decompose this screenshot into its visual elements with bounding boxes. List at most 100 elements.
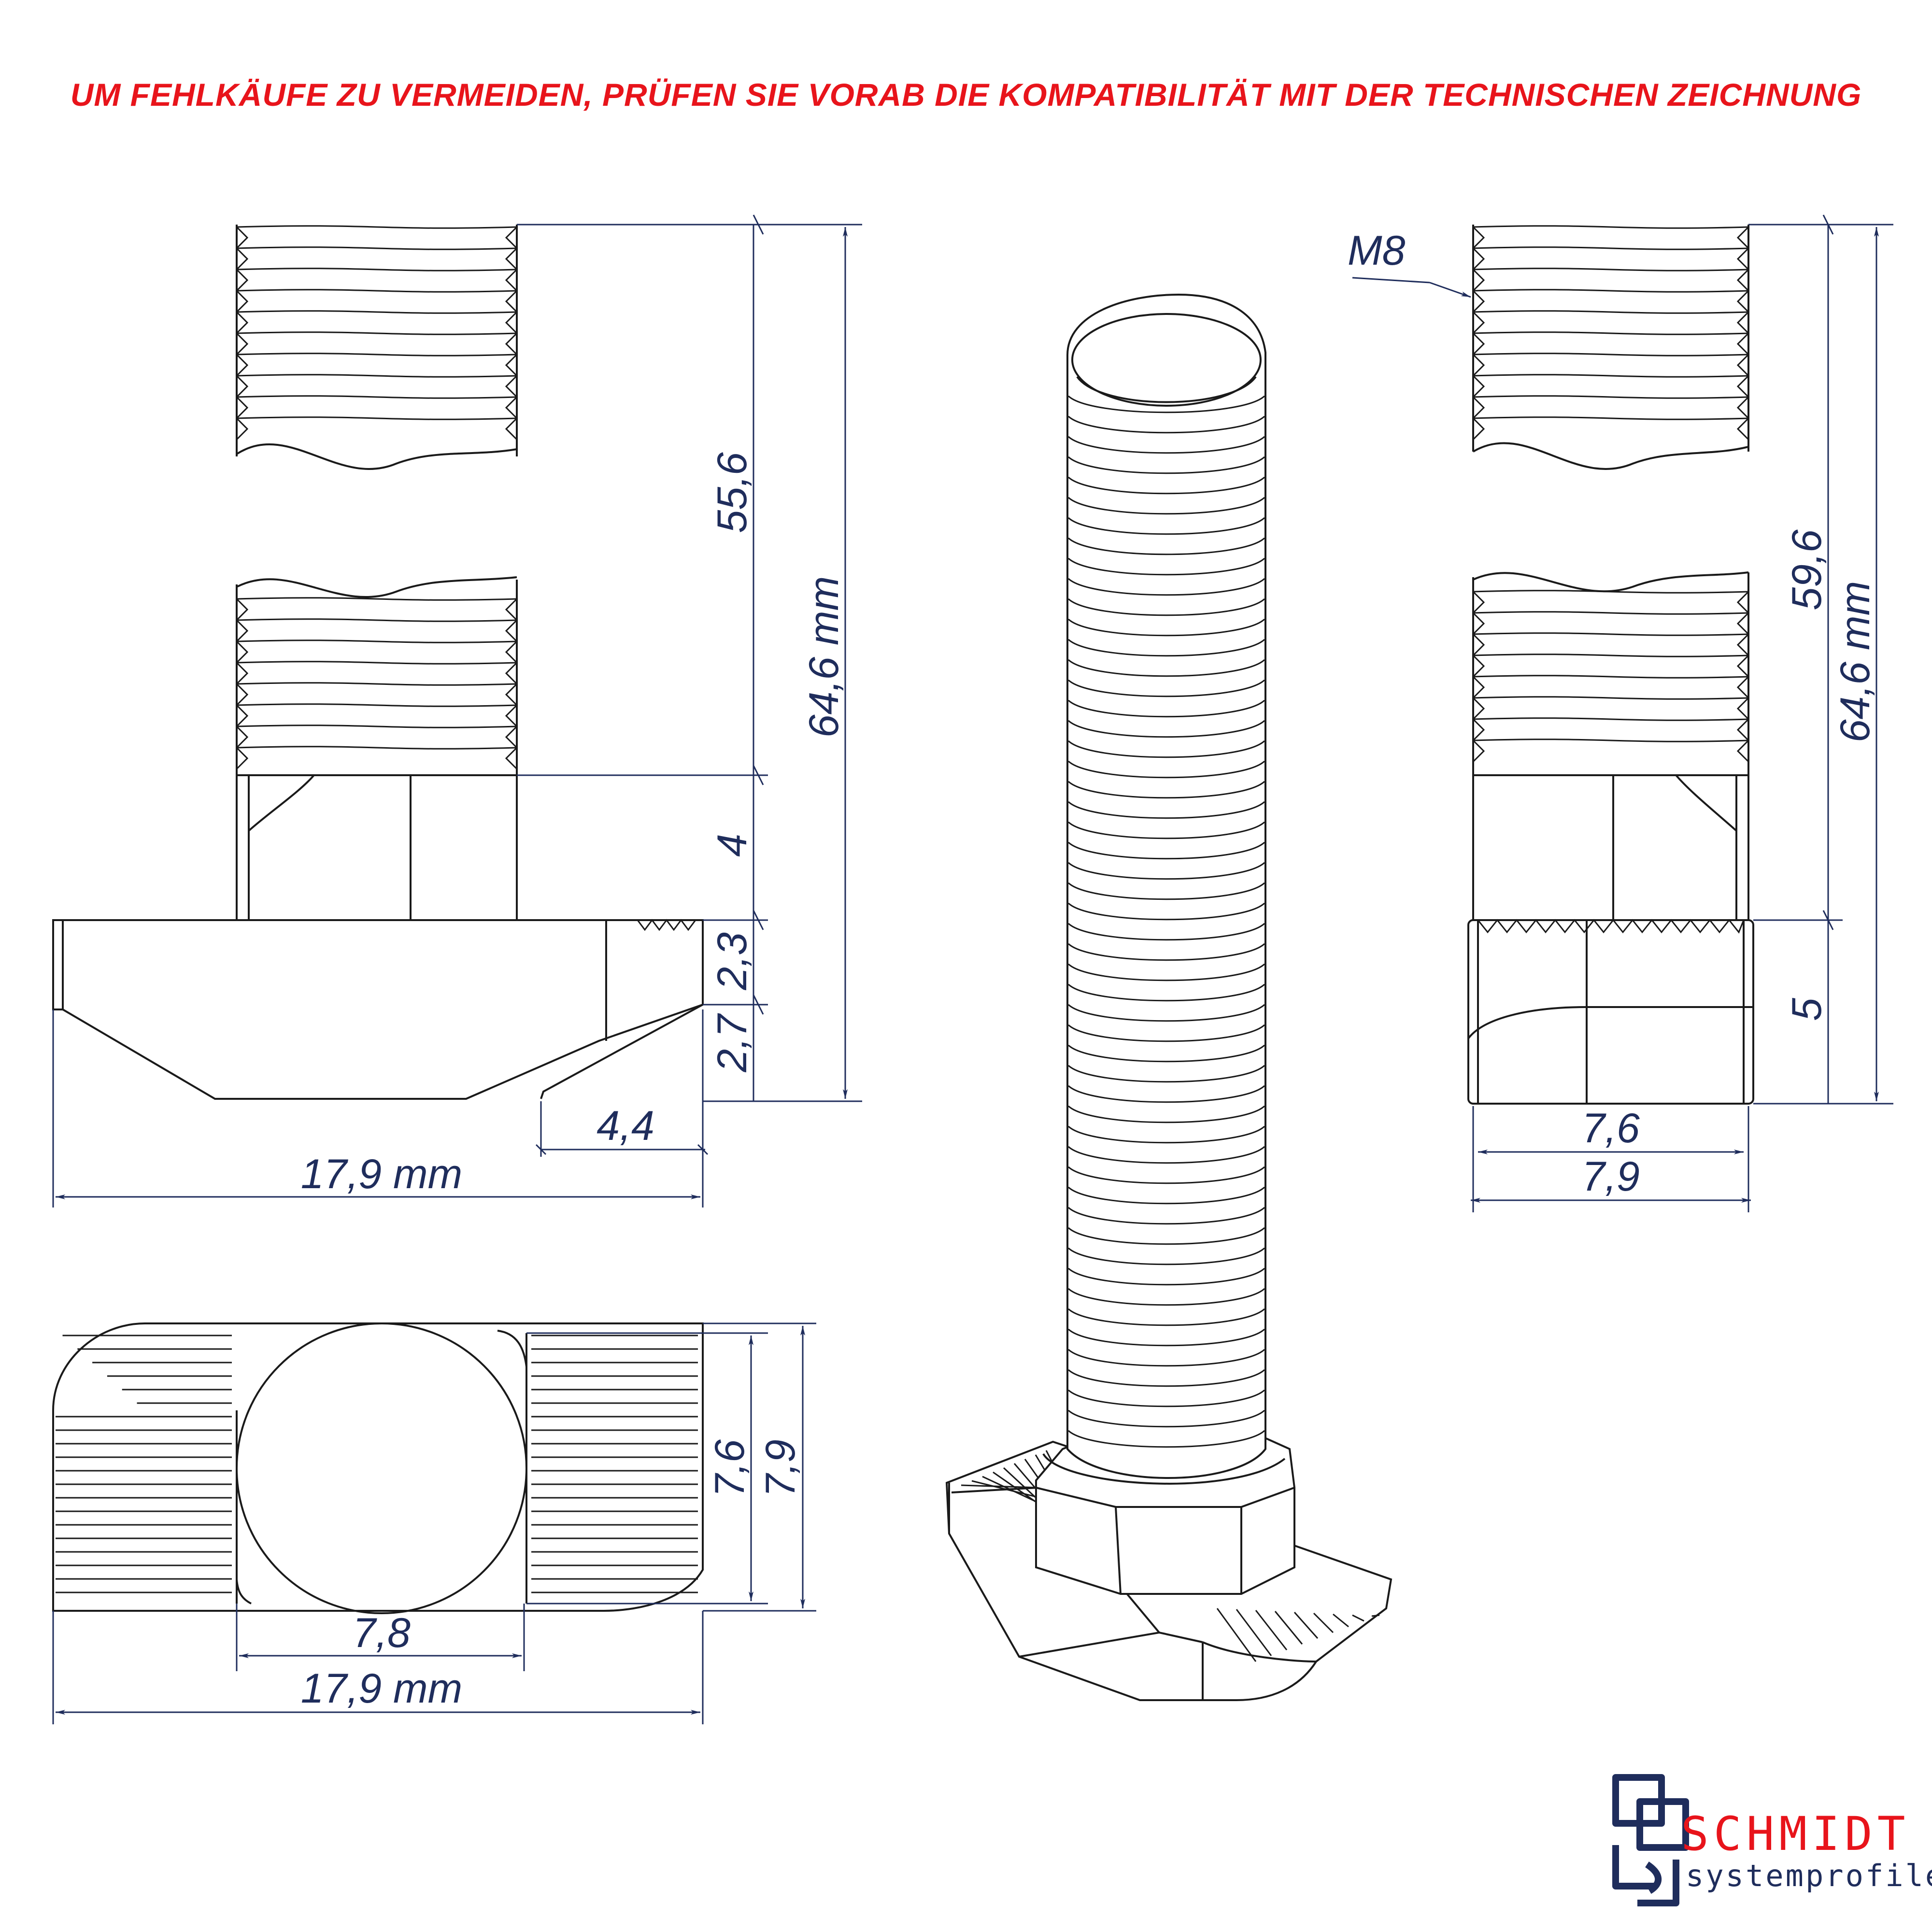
thread-crest-line [1473,717,1749,721]
thread-crest-line [1473,353,1749,356]
side-thread-upper [1472,225,1749,470]
thread-crest-line [1473,632,1749,636]
thread-tooth-right [1736,247,1749,270]
iso-thread-ring [1067,395,1265,413]
iso-thread-ring [1067,1105,1265,1123]
thread-tooth-right [1736,396,1749,419]
thread-tooth-right [1736,697,1749,720]
thread-crest-line [236,416,517,420]
iso-thread-ring [1067,1349,1265,1367]
thread-crest-line [1473,653,1749,657]
iso-thread-ring [1067,923,1265,941]
thread-tooth-left [236,269,249,292]
side-dim-head-height: 5 [1784,997,1830,1021]
iso-thread-ring [1067,862,1265,880]
thread-tooth-left [1472,654,1485,678]
side-dim-total-length: 64,6 mm [1832,581,1878,743]
iso-thread-ring [1067,1247,1265,1265]
front-dim-total-length: 64,6 mm [801,576,847,738]
thread-tooth-right [505,417,518,440]
thread-tooth-right [1736,354,1749,377]
thread-crest-line [236,374,517,378]
thread-tooth-left [236,311,249,334]
thread-tooth-left [1472,226,1485,249]
bottom-dim-inner-height: 7,6 [707,1439,753,1497]
schmidt-logo: SCHMIDT systemprofile [1612,1774,1932,1906]
thread-tooth-left [1472,269,1485,292]
thread-tooth-left [236,725,249,749]
front-dim-bevel-width: 4,4 [597,1103,654,1149]
iso-thread-ring [1067,578,1265,596]
thread-tooth-left [236,226,249,249]
bottom-dim-total-width: 17,9 mm [301,1665,463,1712]
thread-tooth-left [236,683,249,706]
iso-thread-ring [1067,1065,1265,1083]
side-thread-label: M8 [1348,227,1406,274]
iso-thread-ring [1067,456,1265,474]
iso-thread-ring [1067,1024,1265,1042]
thread-crest-line [1473,395,1749,399]
thread-tooth-left [236,619,249,642]
thread-crest-line [1473,739,1749,742]
iso-thread-ring [1067,639,1265,657]
thread-crest-line [236,246,517,250]
iso-thread-ring [1067,537,1265,555]
thread-tooth-left [1472,396,1485,419]
iso-bolt-end [1071,313,1262,407]
iso-thread-ring [1067,882,1265,900]
thread-crest-line [236,353,517,356]
iso-thread-ring [1067,436,1265,454]
iso-thread-ring [1067,1308,1265,1326]
bottom-dim-outer-height: 7,9 [757,1439,804,1497]
thread-crest-line [236,703,517,707]
thread-crest-line [236,310,517,314]
iso-thread-shaft [1066,293,1266,1479]
thread-tooth-left [1472,375,1485,398]
iso-thread-ring [1067,497,1265,515]
front-thread-lower [236,576,518,775]
iso-thread-ring [1067,618,1265,637]
thread-crest-line [1473,374,1749,378]
iso-thread-ring [1067,679,1265,697]
iso-grip-rib [1236,1609,1272,1656]
thread-tooth-left [236,640,249,664]
thread-crest-line [1473,289,1749,293]
thread-tooth-right [1736,417,1749,440]
thread-crest-line [236,597,517,601]
thread-crest-line [1473,246,1749,250]
thread-tooth-right [505,332,518,355]
thread-crest-line [236,225,517,229]
iso-thread-ring [1067,760,1265,779]
thread-tooth-right [505,598,518,621]
iso-thread-ring [1067,1430,1265,1448]
side-t-head [1467,919,1754,1105]
logo-icon [1612,1774,1689,1906]
thread-tooth-right [505,354,518,377]
iso-thread-ring [1067,598,1265,616]
thread-crest-line [236,746,517,750]
thread-tooth-right [505,269,518,292]
thread-tooth-right [505,247,518,270]
thread-crest-line [1473,696,1749,700]
thread-crest-line [236,618,517,622]
thread-tooth-left [1472,354,1485,377]
front-view [52,225,704,1100]
front-dim-thread-length: 55,6 [709,452,755,533]
thread-tooth-left [1472,697,1485,720]
thread-tooth-right [1736,332,1749,355]
thread-crest-line [1473,225,1749,229]
thread-tooth-left [236,662,249,685]
bottom-head-outline [52,1322,704,1612]
thread-tooth-left [236,332,249,355]
thread-tooth-left [1472,676,1485,699]
thread-tooth-left [236,704,249,727]
thread-tooth-right [1736,612,1749,635]
side-dimensions [1352,214,1893,1212]
iso-thread-ring [1067,1227,1265,1245]
iso-thread-ring [1067,1166,1265,1184]
thread-tooth-right [1736,290,1749,313]
thread-tooth-right [1736,739,1749,763]
iso-grip-rib [1313,1612,1334,1634]
iso-thread-ring [1067,1085,1265,1103]
